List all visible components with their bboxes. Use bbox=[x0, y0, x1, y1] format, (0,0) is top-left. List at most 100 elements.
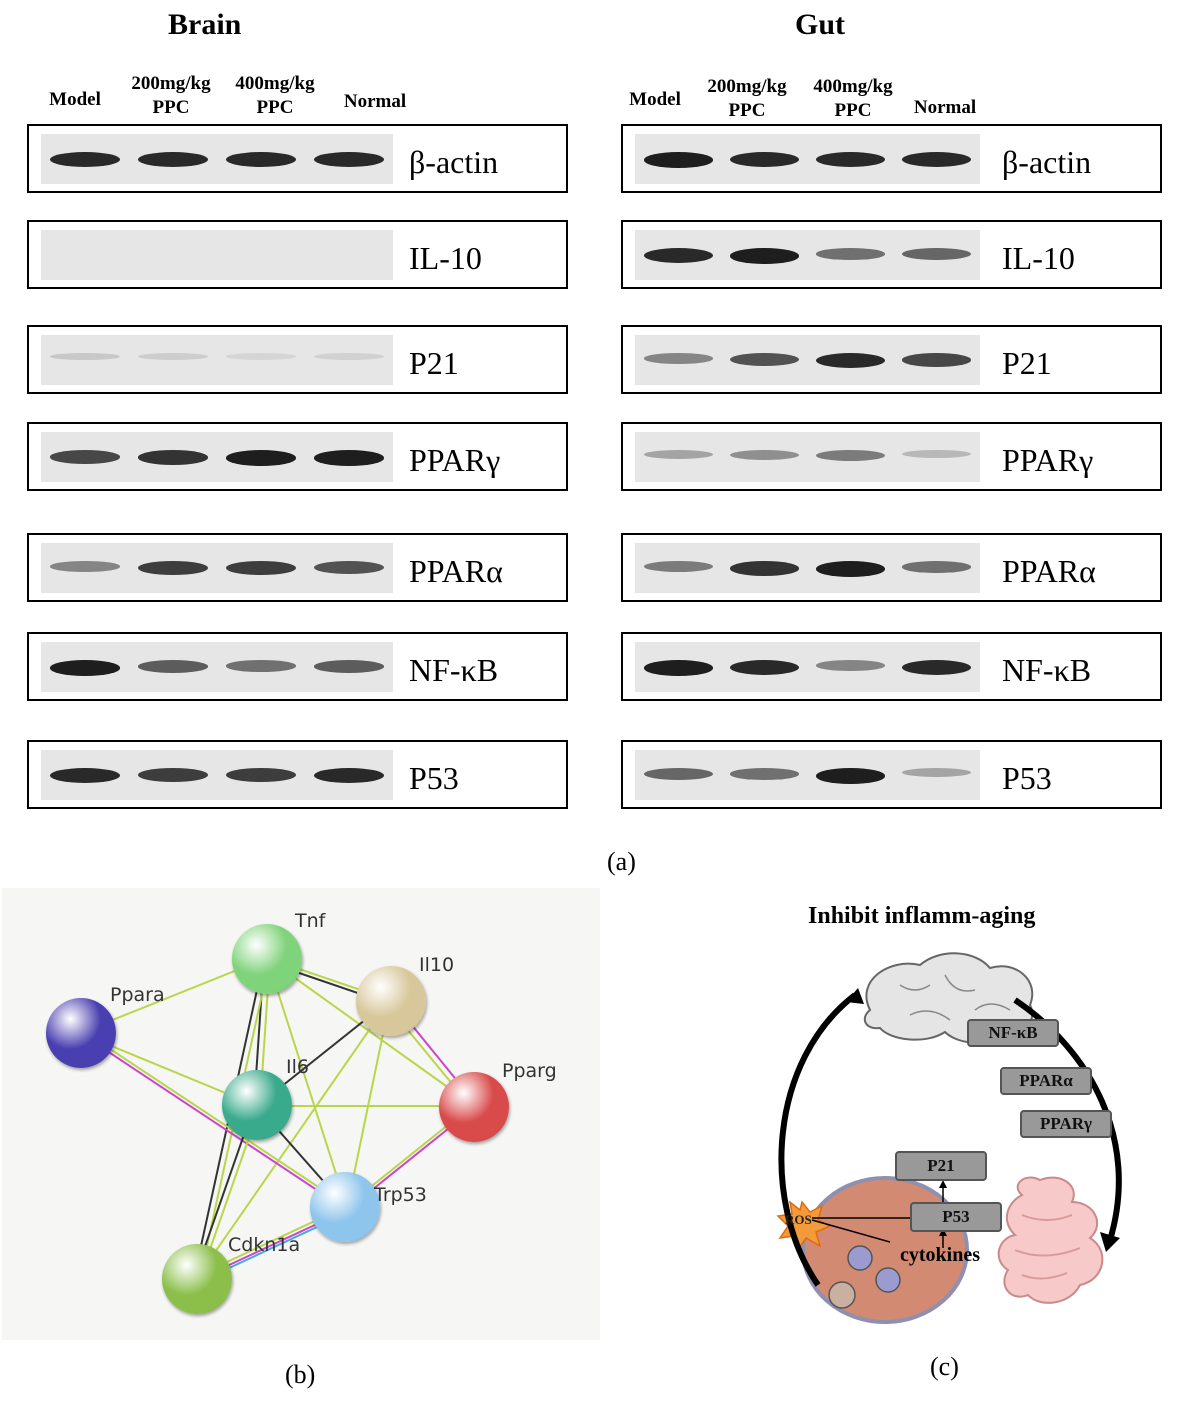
gut-blot-strip bbox=[635, 335, 980, 385]
brain-blot-strip bbox=[41, 750, 393, 800]
brain-blot-row: NF-κB bbox=[27, 632, 568, 701]
gut-blot-row: IL-10 bbox=[621, 220, 1162, 289]
edge-il10-cdkn1a bbox=[196, 999, 391, 1279]
edge-tnf-trp53 bbox=[266, 957, 348, 1209]
gut-band bbox=[643, 660, 713, 676]
gut-blot-strip bbox=[635, 642, 980, 692]
brain-band bbox=[49, 450, 121, 464]
arrow-gut-to-brain bbox=[778, 992, 857, 1287]
gut-blot-row: PPARγ bbox=[621, 422, 1162, 491]
gut-lane-normal: Normal bbox=[913, 97, 977, 118]
label-ppara: Ppara bbox=[110, 984, 165, 1006]
node-il6[interactable] bbox=[222, 1070, 292, 1140]
gut-band bbox=[816, 353, 886, 368]
brain-band bbox=[313, 152, 385, 167]
caption-c: (c) bbox=[930, 1352, 959, 1381]
node-il10[interactable] bbox=[356, 966, 426, 1036]
brain-band bbox=[313, 768, 385, 783]
brain-blot-row: P21 bbox=[27, 325, 568, 394]
brain-band bbox=[49, 353, 121, 361]
brain-blot-row: β-actin bbox=[27, 124, 568, 193]
brain-protein-label: P53 bbox=[409, 760, 459, 796]
brain-protein-label: PPARα bbox=[409, 553, 503, 589]
gut-blot-row: P21 bbox=[621, 325, 1162, 394]
brain-band bbox=[49, 660, 121, 676]
brain-protein-label: NF-κB bbox=[409, 652, 499, 688]
gut-protein-label: P21 bbox=[1002, 345, 1052, 381]
vesicle-icon bbox=[847, 1245, 873, 1271]
label-il6: Il6 bbox=[286, 1056, 309, 1078]
brain-lane-normal: Normal bbox=[343, 91, 407, 112]
gut-band bbox=[729, 660, 799, 675]
gut-band bbox=[816, 561, 886, 577]
brain-blot-row: PPARα bbox=[27, 533, 568, 602]
brain-band bbox=[313, 660, 385, 673]
brain-blot-strip bbox=[41, 230, 393, 280]
gut-band bbox=[643, 768, 713, 780]
gut-protein-label: P53 bbox=[1002, 760, 1052, 796]
tag-pparg: PPARγ bbox=[1020, 1110, 1112, 1138]
gut-band bbox=[729, 450, 799, 460]
gut-blot-strip bbox=[635, 134, 980, 184]
caption-a: (a) bbox=[607, 847, 636, 876]
node-tnf[interactable] bbox=[232, 924, 302, 994]
gut-blot-strip bbox=[635, 750, 980, 800]
gut-band bbox=[643, 353, 713, 364]
brain-blot-row: P53 bbox=[27, 740, 568, 809]
gut-band bbox=[729, 353, 799, 366]
label-trp53: Trp53 bbox=[374, 1184, 427, 1206]
tag-ppara: PPARα bbox=[1000, 1067, 1092, 1095]
node-pparg[interactable] bbox=[439, 1072, 509, 1142]
ros-label: ROS bbox=[785, 1212, 812, 1227]
gut-band bbox=[816, 450, 886, 461]
brain-band bbox=[225, 152, 297, 167]
gut-band bbox=[816, 152, 886, 167]
brain-band bbox=[137, 353, 209, 360]
brain-band bbox=[137, 561, 209, 575]
arrow-head-icon bbox=[1100, 1232, 1120, 1252]
brain-band bbox=[137, 768, 209, 782]
brain-protein-label: PPARγ bbox=[409, 442, 501, 478]
gut-lane-model: Model bbox=[629, 89, 681, 110]
brain-band bbox=[137, 660, 209, 673]
brain-blot-strip bbox=[41, 642, 393, 692]
gut-blot-strip bbox=[635, 230, 980, 280]
gut-band bbox=[816, 248, 886, 260]
gut-protein-label: PPARα bbox=[1002, 553, 1096, 589]
panel-c-title: Inhibit inflamm-aging bbox=[808, 903, 1036, 929]
gut-band bbox=[729, 248, 799, 264]
gut-blot-row: P53 bbox=[621, 740, 1162, 809]
edge-ppara-trp53-2 bbox=[79, 1028, 348, 1207]
brain-band bbox=[49, 768, 121, 783]
gut-band bbox=[643, 152, 713, 168]
gut-band bbox=[643, 561, 713, 572]
node-trp53[interactable] bbox=[310, 1172, 380, 1242]
gut-band bbox=[902, 248, 972, 260]
node-ppara[interactable] bbox=[46, 998, 116, 1068]
brain-band bbox=[225, 353, 297, 360]
inflamm-aging-schematic bbox=[776, 952, 1122, 1324]
gut-band bbox=[729, 561, 799, 576]
gut-blot-row: β-actin bbox=[621, 124, 1162, 193]
gut-band bbox=[902, 660, 972, 675]
brain-protein-label: β-actin bbox=[409, 144, 499, 180]
interaction-network: Tnf Il10 Ppara Il6 Pparg Trp53 Cdkn1a bbox=[2, 888, 600, 1340]
gut-band bbox=[729, 152, 799, 167]
tag-p21: P21 bbox=[895, 1151, 987, 1181]
brain-lane-model: Model bbox=[49, 89, 101, 110]
brain-band bbox=[225, 660, 297, 672]
brain-band bbox=[225, 561, 297, 575]
edge-ppara-trp53-1 bbox=[79, 1032, 348, 1211]
brain-band bbox=[225, 450, 297, 466]
brain-blot-strip bbox=[41, 432, 393, 482]
gut-band bbox=[902, 353, 972, 367]
gut-title: Gut bbox=[795, 8, 846, 41]
node-cdkn1a[interactable] bbox=[162, 1244, 232, 1314]
gut-band bbox=[816, 768, 886, 784]
brain-band bbox=[137, 450, 209, 465]
brain-protein-label: IL-10 bbox=[409, 240, 482, 276]
brain-title: Brain bbox=[168, 8, 242, 41]
